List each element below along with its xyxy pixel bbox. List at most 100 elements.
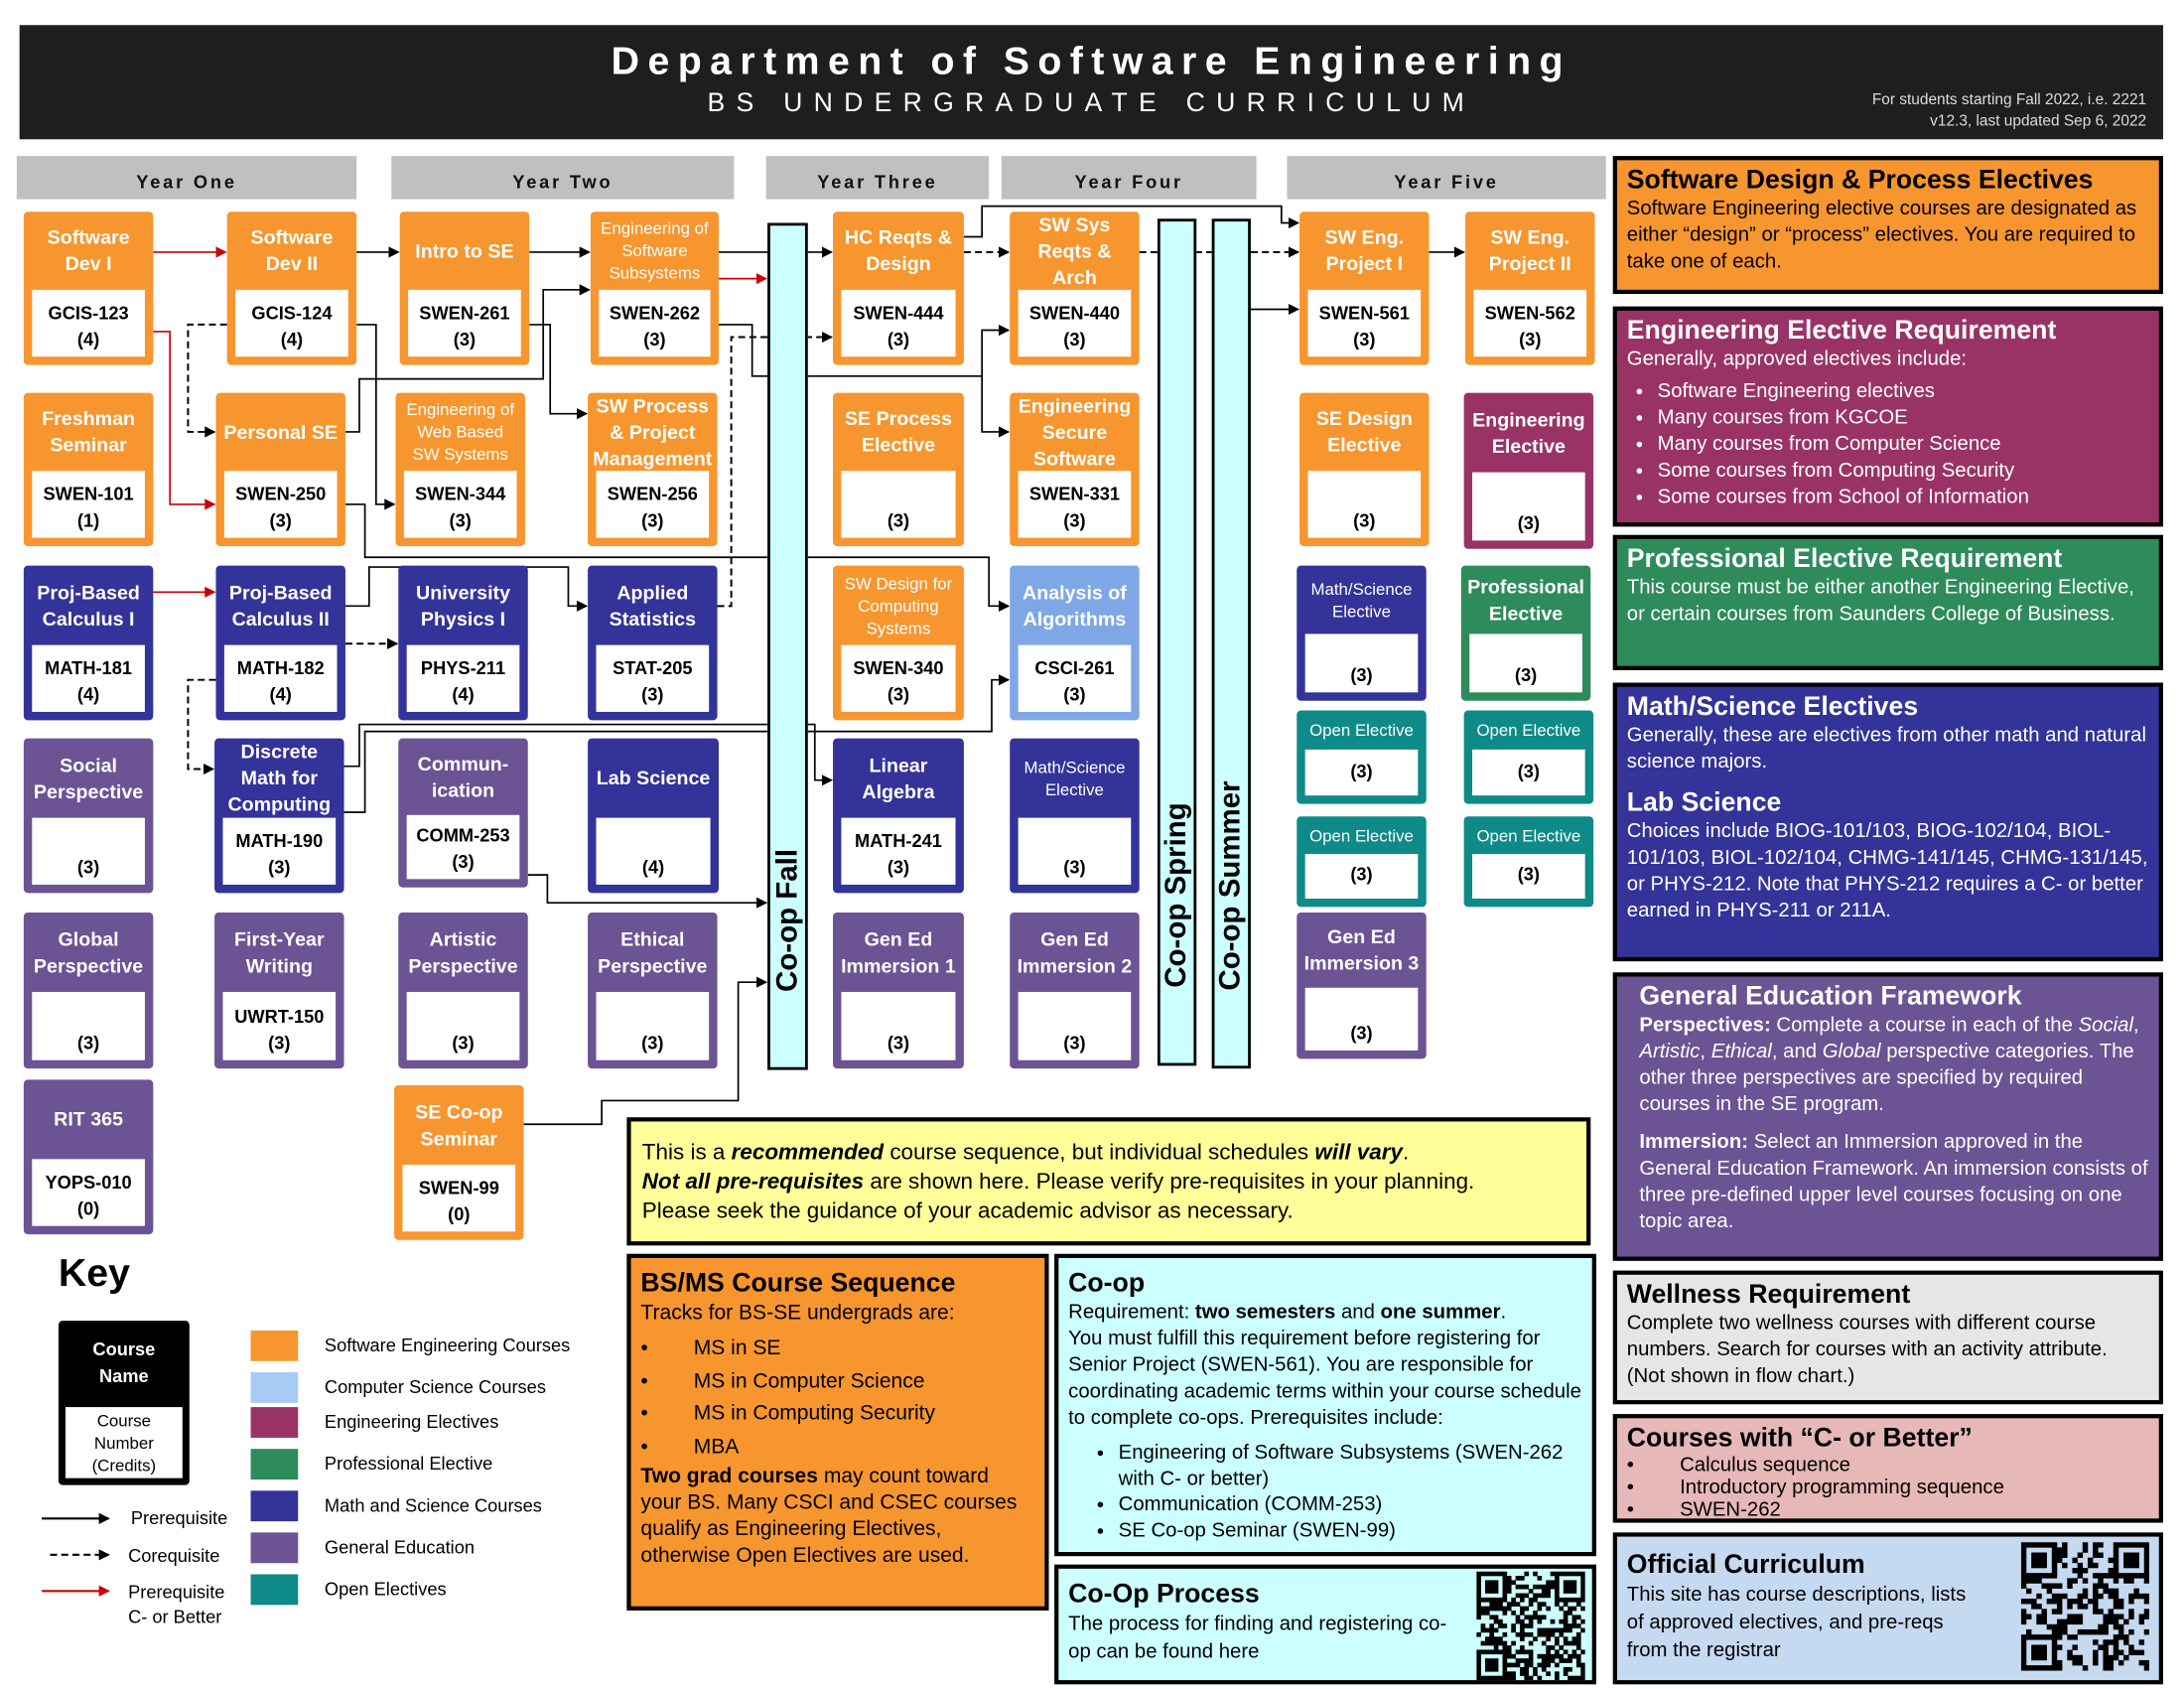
course-info: SWEN-261(3) xyxy=(408,289,521,357)
course-box[interactable]: Open Elective(3) xyxy=(1463,816,1594,908)
key-category-label: Math and Science Courses xyxy=(324,1494,542,1516)
text: recommended xyxy=(731,1141,885,1165)
course-credits: (3) xyxy=(887,683,910,705)
course-name: Personal SE xyxy=(223,420,339,443)
course-number: SWEN-340 xyxy=(853,657,944,679)
course-box[interactable]: Math/Science Elective(3) xyxy=(1297,565,1427,701)
math-science-panel: Math/Science Electives Generally, these … xyxy=(1612,682,2163,962)
coreq-arrow xyxy=(717,331,834,608)
course-box[interactable]: Open Elective(3) xyxy=(1297,710,1427,804)
course-box[interactable]: Gen Ed Immersion 3(3) xyxy=(1297,913,1427,1059)
panel-title: General Education Framework xyxy=(1639,982,2022,1012)
course-box[interactable]: Professional Elective(3) xyxy=(1460,565,1591,701)
course-name: Open Elective xyxy=(1476,720,1581,741)
course-name: SE Co-op Seminar xyxy=(415,1099,503,1149)
list-item: Engineering of Software Subsystems (SWEN… xyxy=(1119,1441,1582,1492)
course-info: (3) xyxy=(1469,633,1582,693)
text: may count toward your BS. Many CSCI and … xyxy=(640,1464,1018,1568)
list-item: Calculus sequence xyxy=(1627,1455,2149,1477)
course-box[interactable]: Open Elective(3) xyxy=(1463,710,1594,804)
immersion-text: Immersion: Select an Immersion approved … xyxy=(1639,1130,2149,1236)
course-info: SWEN-101(1) xyxy=(32,471,145,538)
text: . xyxy=(1500,1301,1507,1324)
text: course sequence, but individual schedule… xyxy=(884,1141,1315,1165)
course-name: Analysis of Algorithms xyxy=(1023,580,1127,630)
course-credits: (0) xyxy=(76,1197,100,1219)
panel-title: Co-Op Process xyxy=(1068,1580,1260,1610)
coop-requirement: Requirement: two semesters and one summe… xyxy=(1068,1300,1582,1327)
panel-body: Software Engineering elective courses ar… xyxy=(1626,198,2137,273)
key-prerequisite-label: Prerequisite xyxy=(130,1507,228,1529)
course-number: SWEN-99 xyxy=(418,1177,499,1198)
course-credits: (3) xyxy=(1063,856,1086,878)
course-info: SWEN-262(3) xyxy=(599,289,711,357)
course-info: GCIS-123(4) xyxy=(32,289,145,357)
course-credits: (3) xyxy=(641,683,664,705)
course-name: Ethical Perspective xyxy=(598,926,708,976)
course-name: Discrete Math for Computing xyxy=(227,740,332,815)
course-box[interactable]: Engineering Elective(3) xyxy=(1463,392,1594,549)
text: Ethical xyxy=(1710,1041,1772,1063)
panel-body: Generally, these are electives from othe… xyxy=(1626,724,2146,774)
course-box[interactable]: Artistic Perspective(3) xyxy=(398,913,528,1069)
course-box[interactable]: Lab Science(4) xyxy=(588,738,719,894)
course-box[interactable]: Social Perspective(3) xyxy=(23,738,154,894)
lab-science-body: Choices include BIOG-101/103, BIOG-102/1… xyxy=(1626,820,2148,922)
course-box[interactable]: SE Design Elective(3) xyxy=(1299,392,1430,546)
course-box[interactable]: Ethical Perspective (3) xyxy=(588,913,718,1069)
course-name: Open Elective xyxy=(1309,825,1414,845)
course-box[interactable]: Open Elective(3) xyxy=(1297,816,1427,908)
course-box[interactable]: Gen Ed Immersion 1(3) xyxy=(833,913,964,1069)
course-info: (3) xyxy=(841,991,956,1060)
key-sample-course: Course Name Course Number (Credits) xyxy=(58,1321,190,1485)
year-three-header: Year Three xyxy=(765,156,990,200)
course-name: SE Design Elective xyxy=(1315,406,1413,456)
prereq-arrow xyxy=(981,375,1011,438)
coop-process-qr-code[interactable] xyxy=(1476,1571,1585,1681)
text: one summer xyxy=(1380,1301,1501,1324)
course-credits: (3) xyxy=(1063,509,1086,531)
panel-title: Co-op xyxy=(1068,1269,1146,1299)
prereq-arrow xyxy=(529,324,589,420)
course-box[interactable]: SE Process Elective(3) xyxy=(833,392,964,546)
course-box[interactable]: Global Perspective(3) xyxy=(23,913,154,1069)
course-number: MATH-181 xyxy=(45,657,133,679)
c-minus-list: Calculus sequence Introductory programmi… xyxy=(1627,1455,2149,1521)
coreq-arrow xyxy=(187,678,216,775)
course-credits: (3) xyxy=(1063,683,1086,705)
official-curriculum-qr-code[interactable] xyxy=(2020,1542,2149,1676)
course-box[interactable]: Gen Ed Immersion 2(3) xyxy=(1010,913,1140,1069)
course-credits: (4) xyxy=(269,683,292,705)
last-updated-note: v12.3, last updated Sep 6, 2022 xyxy=(1930,112,2147,130)
course-info: MATH-182(4) xyxy=(223,644,338,712)
course-box[interactable]: Math/Science Elective(3) xyxy=(1010,738,1140,894)
gen-ed-panel: General Education Framework Perspectives… xyxy=(1612,972,2163,1261)
course-credits: (3) xyxy=(641,1032,664,1054)
sw-design-process-panel: Software Design & Process Electives Soft… xyxy=(1612,156,2163,295)
